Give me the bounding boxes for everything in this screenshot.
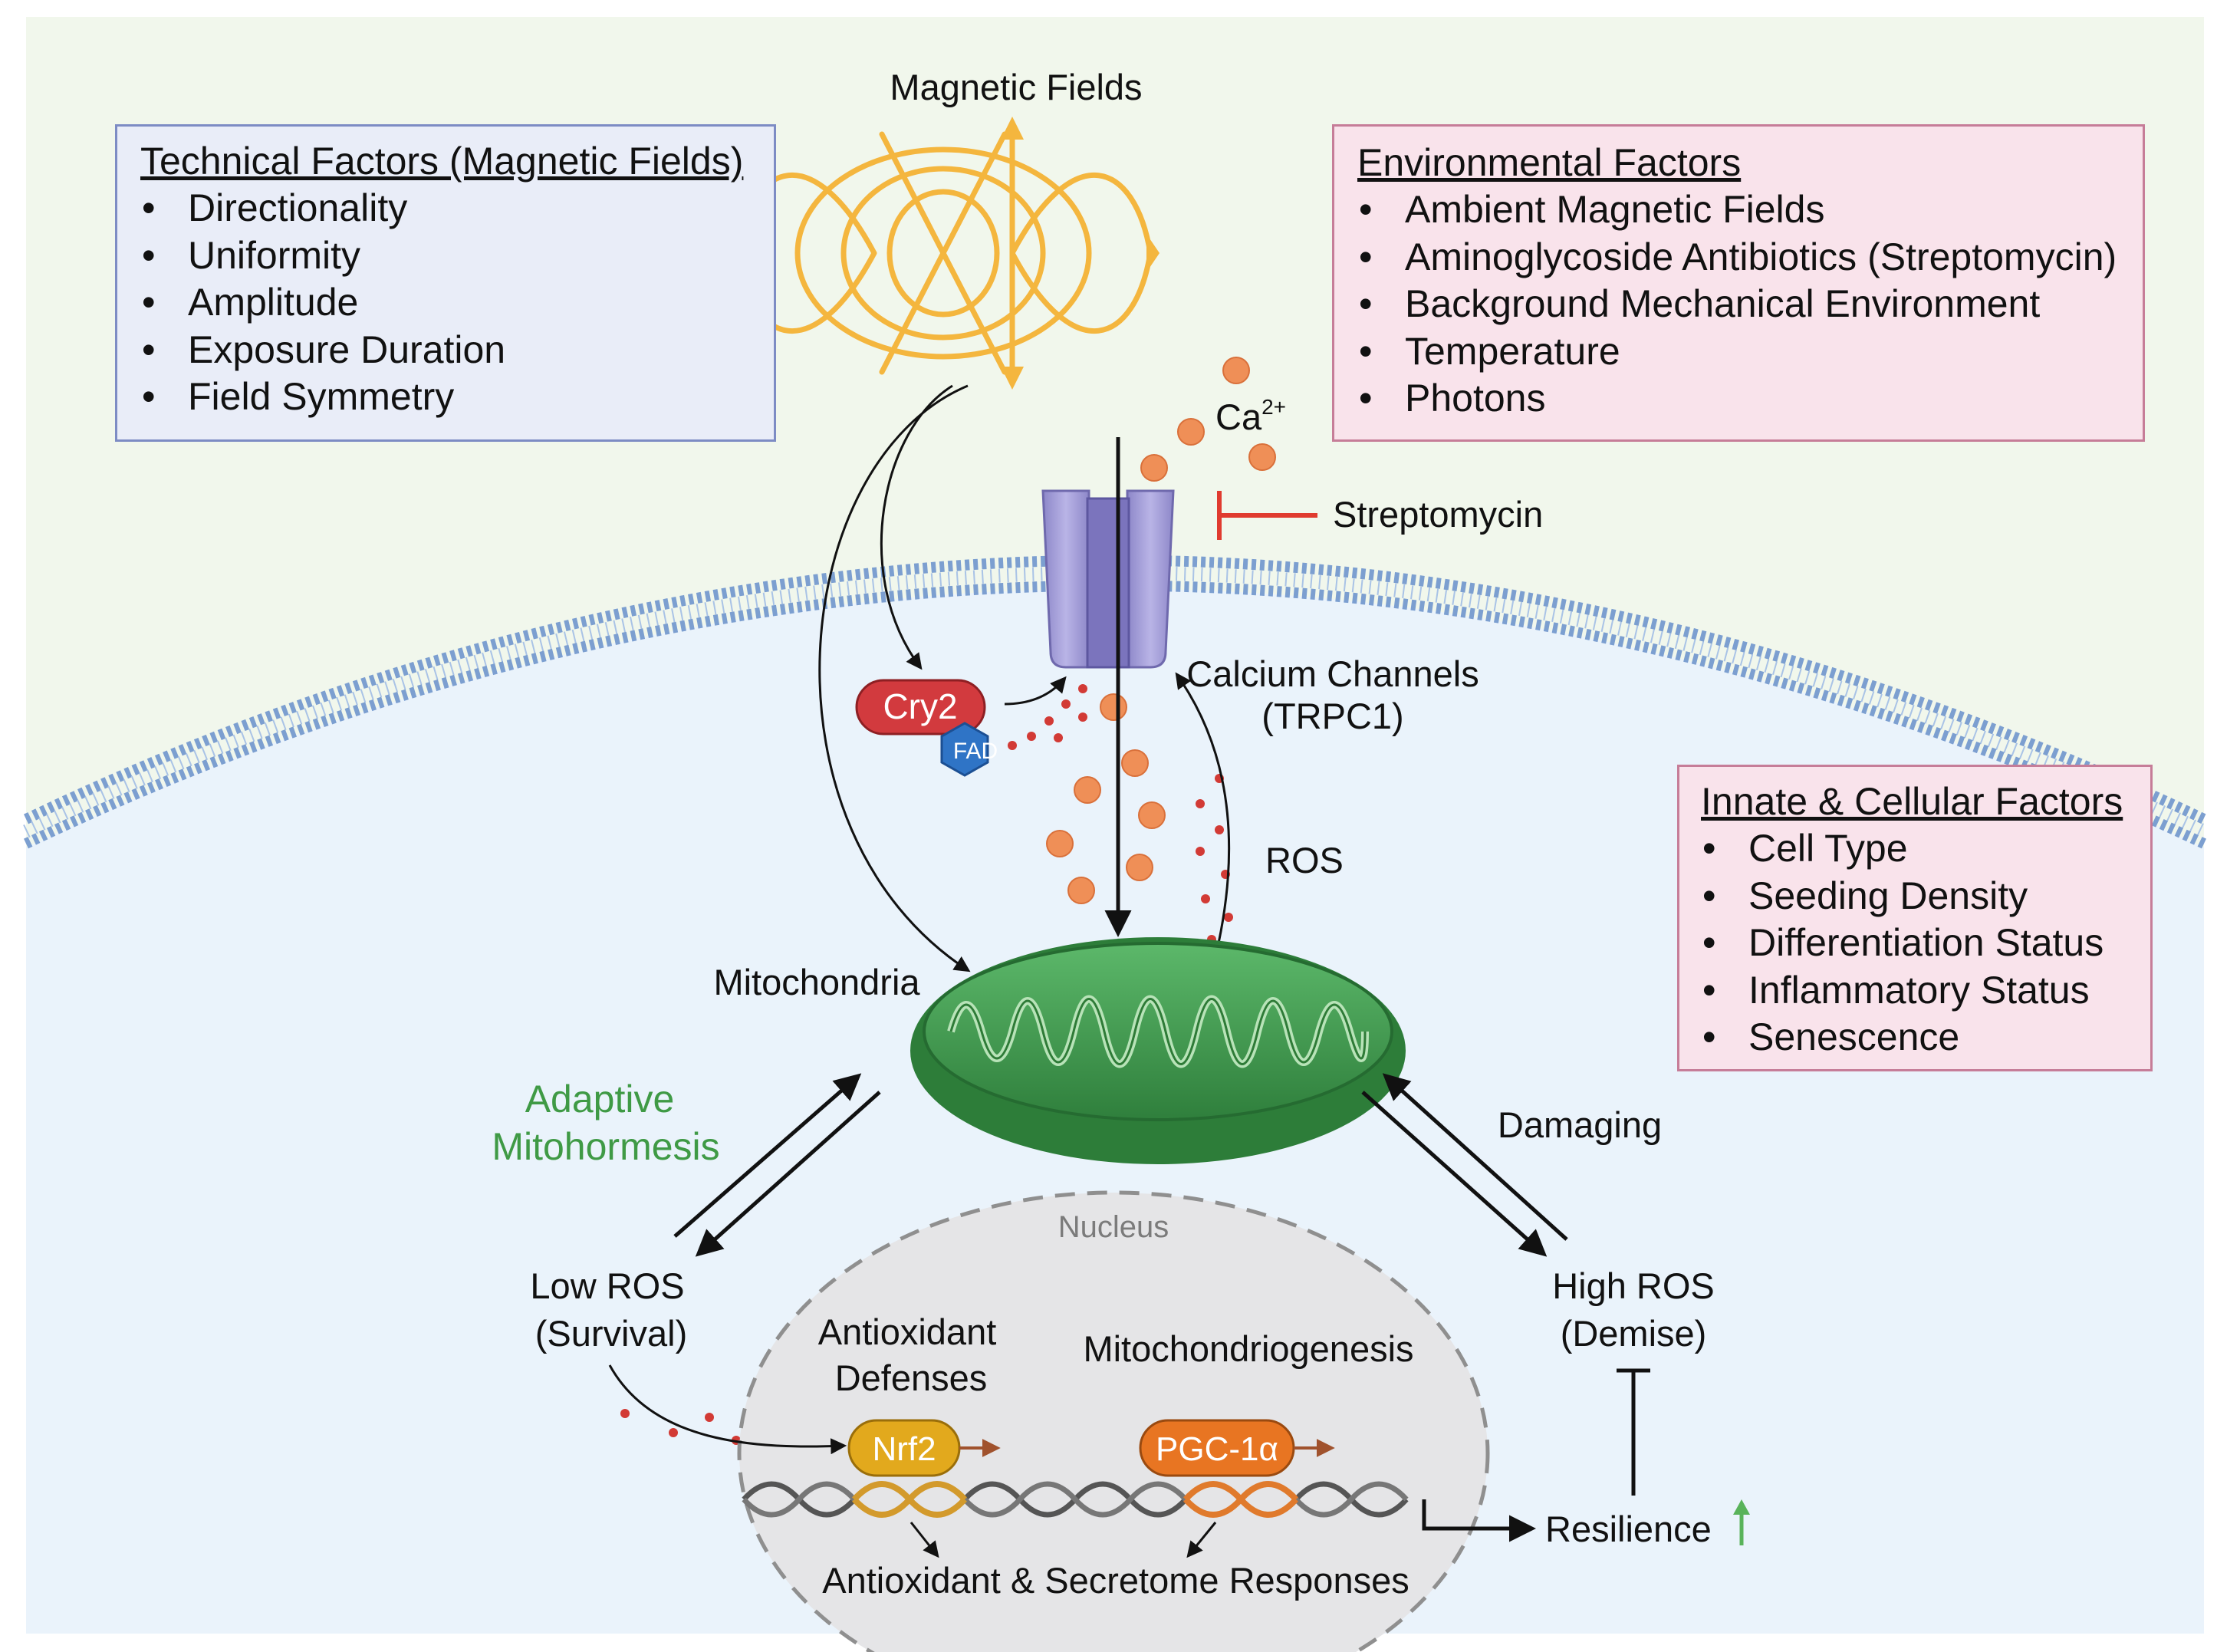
low-ros-label-line2: (Survival)	[535, 1313, 687, 1354]
mitochondriogenesis-label: Mitochondriogenesis	[1083, 1328, 1413, 1369]
calcium-label: Ca2+	[1215, 395, 1286, 437]
streptomycin-inhibit-icon	[1217, 491, 1317, 540]
high-ros-label-line2: (Demise)	[1561, 1313, 1707, 1354]
technical-factors-title: Technical Factors (Magnetic Fields)	[140, 140, 744, 183]
pgc1a-factor	[1139, 1419, 1335, 1477]
fad-icon	[940, 722, 989, 777]
list-item: Seeding Density	[1701, 873, 2150, 920]
resilience-up-arrow-icon	[1733, 1499, 1750, 1545]
list-item: Differentiation Status	[1701, 920, 2150, 967]
list-item: Photons	[1357, 375, 2143, 423]
antioxidant-defenses-label-line2: Defenses	[835, 1357, 988, 1398]
list-item: Aminoglycoside Antibiotics (Streptomycin…	[1357, 234, 2143, 281]
resilience-inhibit-high-ros-icon	[1617, 1368, 1650, 1496]
dna-to-resilience-arrow	[1422, 1499, 1536, 1542]
adaptive-mitohormesis-label-line1: Adaptive	[525, 1078, 675, 1121]
ros-label: ROS	[1265, 840, 1344, 880]
list-item: Exposure Duration	[140, 327, 774, 374]
list-item: Senescence	[1701, 1014, 2150, 1061]
list-item: Background Mechanical Environment	[1357, 281, 2143, 328]
list-item: Inflammatory Status	[1701, 967, 2150, 1015]
environmental-factors-title: Environmental Factors	[1357, 141, 1742, 184]
pgc1a-response-arrow	[1186, 1522, 1217, 1558]
resilience-label: Resilience	[1545, 1509, 1712, 1549]
nrf2-factor	[847, 1419, 1001, 1477]
list-item: Field Symmetry	[140, 374, 774, 421]
cell-membrane	[23, 555, 2207, 849]
innate-cellular-factors-box: Innate & Cellular Factors Cell Type Seed…	[1677, 765, 2153, 1071]
cry2-to-channel-arrow	[1004, 676, 1067, 706]
environmental-factors-list: Ambient Magnetic Fields Aminoglycoside A…	[1357, 186, 2143, 423]
trpc1-label: (TRPC1)	[1261, 696, 1403, 736]
technical-factors-box: Technical Factors (Magnetic Fields) Dire…	[115, 124, 776, 442]
mitochondria-icon	[910, 937, 1406, 1164]
magnetic-field-icon	[727, 117, 1159, 390]
low-ros-to-nrf2-arrow	[608, 1364, 847, 1455]
calcium-channels-label: Calcium Channels	[1186, 653, 1479, 694]
nrf2-label: Nrf2	[872, 1430, 936, 1468]
list-item: Amplitude	[140, 279, 774, 327]
field-to-mitochondria-arrow	[818, 384, 971, 972]
environmental-factors-box: Environmental Factors Ambient Magnetic F…	[1332, 124, 2145, 442]
technical-factors-list: Directionality Uniformity Amplitude Expo…	[140, 185, 774, 421]
fad-label: FAD	[953, 739, 998, 764]
nucleus	[737, 1190, 1490, 1652]
list-item: Directionality	[140, 185, 774, 232]
innate-cellular-factors-title: Innate & Cellular Factors	[1701, 780, 2123, 823]
cry2-label: Cry2	[883, 686, 957, 726]
antioxidant-defenses-label-line1: Antioxidant	[818, 1311, 997, 1352]
responses-label: Antioxidant & Secretome Responses	[822, 1560, 1409, 1601]
field-to-cry2-arrow	[880, 384, 953, 670]
mitochondria-label: Mitochondria	[713, 962, 920, 1002]
low-ros-label-line1: Low ROS	[530, 1265, 684, 1306]
innate-cellular-factors-list: Cell Type Seeding Density Differentiatio…	[1701, 825, 2150, 1061]
list-item: Cell Type	[1701, 825, 2150, 873]
nucleus-label: Nucleus	[1058, 1210, 1169, 1244]
magnetic-fields-label: Magnetic Fields	[890, 67, 1142, 107]
dna-helix	[742, 1481, 1409, 1518]
damaging-arrows	[1361, 1073, 1568, 1257]
nrf2-response-arrow	[909, 1522, 939, 1558]
list-item: Uniformity	[140, 232, 774, 280]
streptomycin-label: Streptomycin	[1333, 494, 1543, 535]
high-ros-label-line1: High ROS	[1552, 1265, 1715, 1306]
damaging-label: Damaging	[1498, 1104, 1662, 1145]
calcium-channel-icon	[1041, 437, 1175, 937]
pgc1a-label: PGC-1α	[1156, 1430, 1278, 1468]
cry2-protein	[855, 679, 986, 736]
list-item: Temperature	[1357, 328, 2143, 376]
adaptive-mitohormesis-label-line2: Mitohormesis	[492, 1125, 719, 1168]
adaptive-arrows	[673, 1073, 881, 1257]
ros-to-channel-arrow	[1175, 672, 1231, 967]
list-item: Ambient Magnetic Fields	[1357, 186, 2143, 234]
